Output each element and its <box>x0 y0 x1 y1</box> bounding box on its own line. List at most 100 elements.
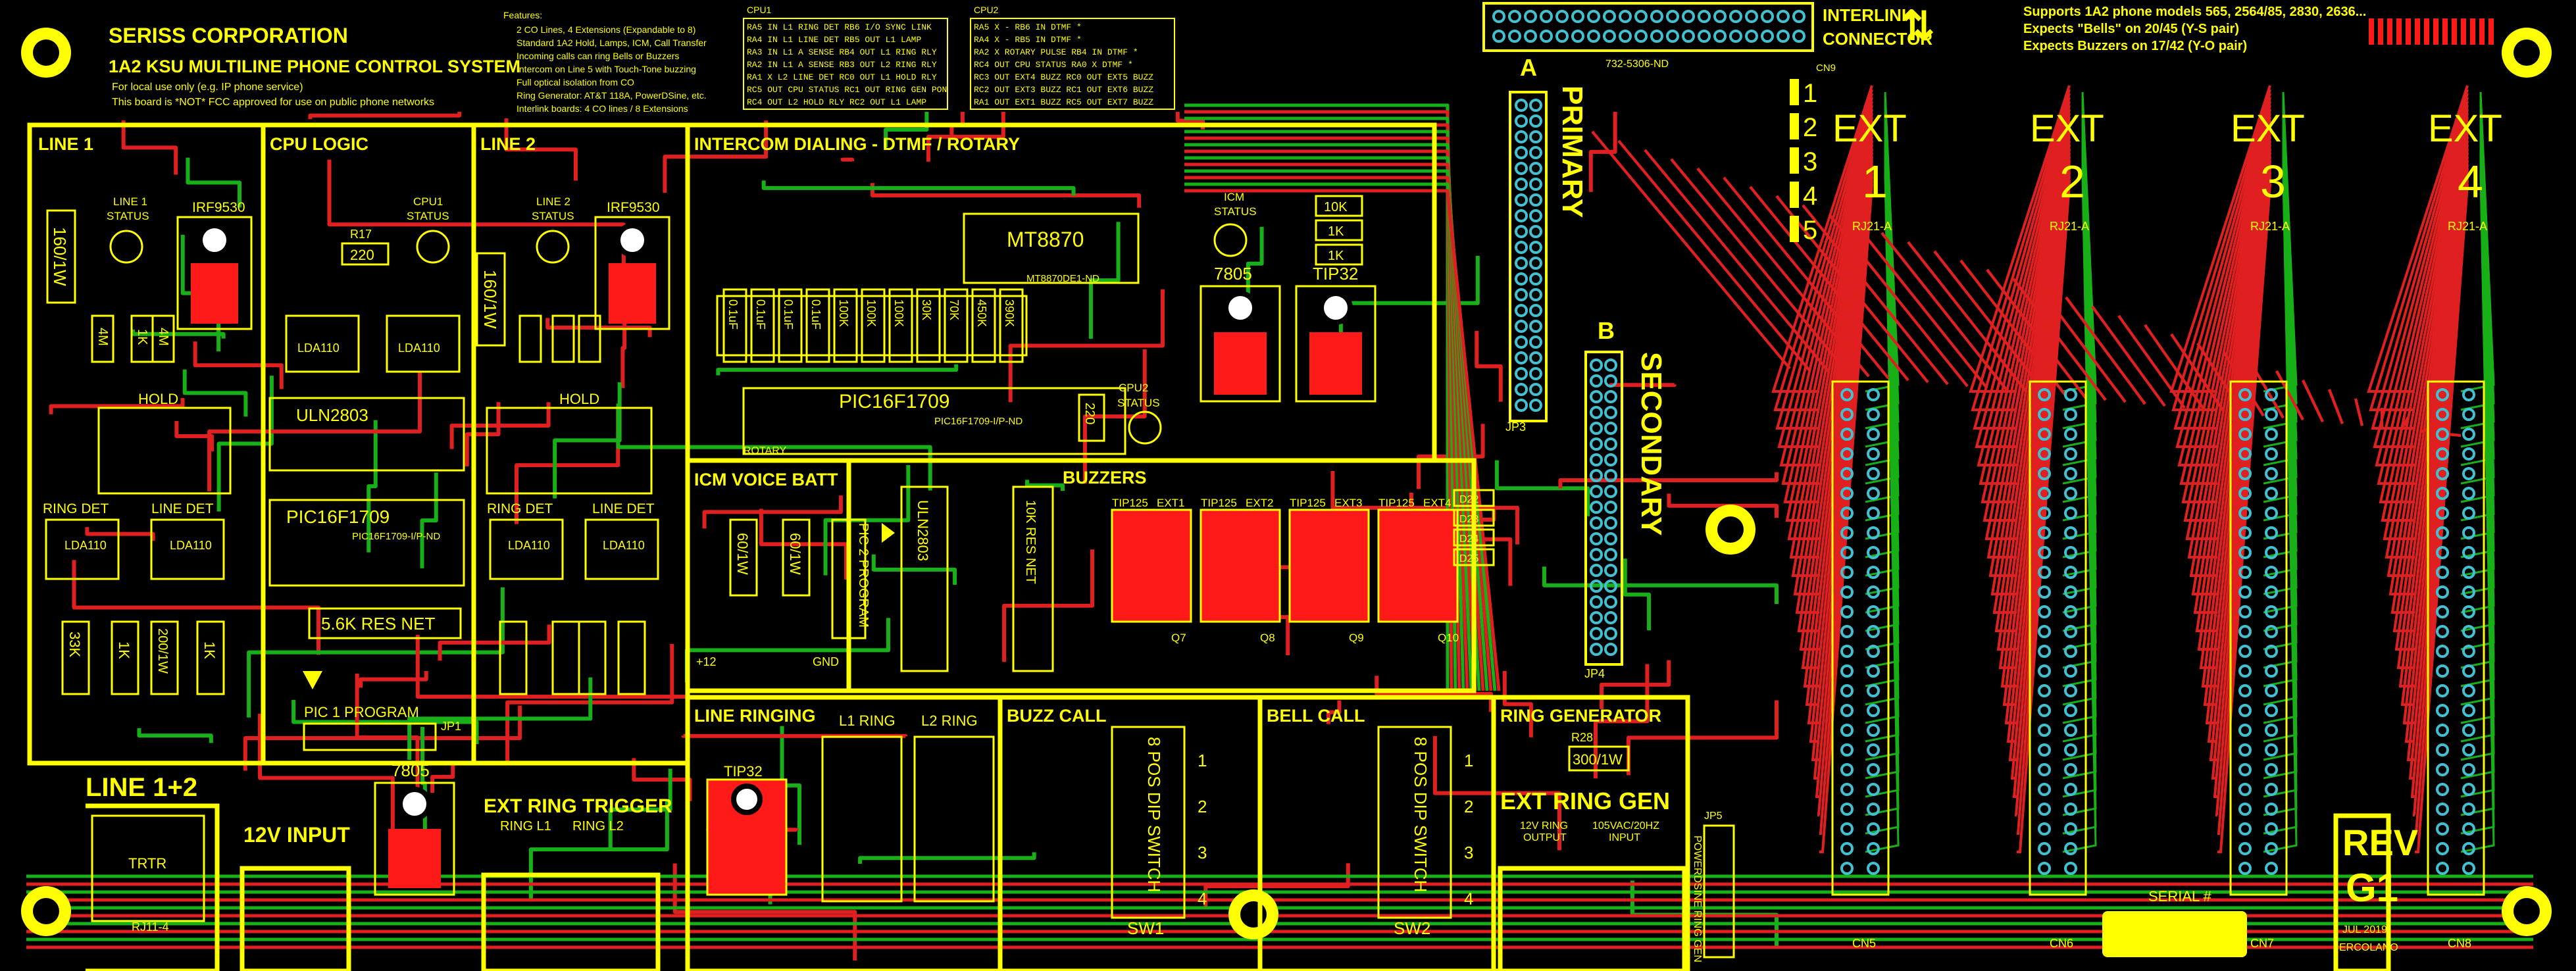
ext-pad <box>2436 783 2449 796</box>
cpu2-title: CPU2 <box>974 5 999 15</box>
intercom-part <box>805 288 830 363</box>
svg-text:10K: 10K <box>1324 200 1348 214</box>
ext-pad <box>1867 842 1880 855</box>
pin-pad <box>1698 10 1711 23</box>
trace <box>759 509 849 580</box>
ext-pad <box>1867 585 1880 599</box>
ext-pad <box>2064 388 2077 401</box>
dip-number: 4 <box>1464 889 1473 909</box>
ext-pad <box>2038 645 2051 658</box>
section-frames <box>27 122 2391 971</box>
pin-pad <box>1729 10 1742 23</box>
fanout-trace <box>2014 176 2071 816</box>
fanout-trace <box>2398 148 2469 687</box>
input12v-frame <box>240 866 351 971</box>
fanout-trace <box>1670 158 1850 376</box>
ext-number: 3 <box>2260 156 2286 207</box>
ext-cn: CN5 <box>1852 937 1876 950</box>
interlink-cn: CN9 <box>1816 62 1836 74</box>
trace <box>840 157 855 162</box>
ext-pad <box>2462 763 2475 776</box>
fanout-trace <box>1907 241 2028 393</box>
cpu1-status-label: CPU1 <box>413 195 443 208</box>
relay-k1 <box>97 407 232 495</box>
fanout-trace <box>1785 112 1873 522</box>
mosfet-q2-copper <box>609 263 656 324</box>
ext-pad <box>2436 704 2449 717</box>
fanout-trace <box>1828 213 1969 387</box>
ring-input-label: 105VAC/20HZ <box>1592 820 1659 832</box>
intercom-value: 70K <box>947 299 961 320</box>
l2-ring-label: L2 RING <box>921 712 978 729</box>
cpu1-row: RA2 IN L1 A SENSE RB3 OUT L2 RING RLY <box>747 60 937 70</box>
header-pad <box>1590 627 1603 640</box>
intercom-value: 0.1uF <box>782 299 795 330</box>
ext-rj21-body <box>1831 380 1890 896</box>
fanout-trace <box>2390 132 2469 614</box>
header-pad <box>1515 162 1528 175</box>
fanout-trace <box>2381 112 2469 522</box>
line-pin-bar <box>1790 182 1799 208</box>
ext-pad <box>2265 605 2278 618</box>
ext-pad <box>2462 526 2475 539</box>
trace <box>327 159 626 289</box>
pin-pad <box>1777 10 1790 23</box>
header-pad <box>1590 595 1603 609</box>
red-pad-strip <box>2369 18 2494 45</box>
mounting-hole-tr <box>2502 28 2552 78</box>
diode <box>1453 528 1495 547</box>
ring-gen-components: R28 300/1W 12V RING OUTPUT 105VAC/20HZ I… <box>1520 731 1735 962</box>
svg-text:ULN2803: ULN2803 <box>296 405 368 425</box>
header-pad <box>1529 178 1542 191</box>
svg-text:60/1W: 60/1W <box>734 533 751 575</box>
intercom-part <box>778 288 803 363</box>
line2-status-label: LINE 2 <box>536 195 570 208</box>
serial-rev-block: SERIAL # REV G1 JUL 2019 ERCOLANO <box>2102 822 2418 957</box>
rj11-jack <box>91 814 205 922</box>
ext-pad <box>2436 585 2449 599</box>
intercom-value: 100K <box>837 299 850 327</box>
cpu2-row: RC2 OUT EXT3 BUZZ RC1 OUT EXT6 BUZZ <box>974 85 1153 95</box>
header-pad <box>1529 351 1542 364</box>
ext-pad <box>2238 467 2252 480</box>
header-pad <box>1604 595 1617 609</box>
ext-pad <box>2265 487 2278 500</box>
trace <box>1502 670 1533 737</box>
section-title-buzz-call: BUZZ CALL <box>1007 706 1106 726</box>
ext-part: RJ21-A <box>2050 220 2089 233</box>
diode <box>1453 548 1495 566</box>
ext-pad <box>1867 408 1880 421</box>
dip-number: 4 <box>1198 889 1207 909</box>
fanout-trace <box>2207 160 2271 743</box>
fanout-trace <box>2000 148 2071 687</box>
trace <box>193 341 284 389</box>
line-pin-number: 1 <box>1803 79 1817 108</box>
cpu1-row: RC4 OUT L2 HOLD RLY RC2 OUT L1 LAMP <box>747 97 926 107</box>
resistor-r9: 160/1W <box>476 252 506 347</box>
optocoupler-a1 <box>285 314 360 373</box>
relay-k2 <box>486 407 653 495</box>
tip125-label: TIP125 <box>1201 497 1237 509</box>
pin-pad <box>1603 30 1616 43</box>
cpu2-row: RC4 OUT CPU STATUS RA0 X DTMF * <box>974 60 1133 70</box>
svg-text:300/1W: 300/1W <box>1573 751 1623 768</box>
ext-pad <box>2238 605 2252 618</box>
header-pad <box>1515 399 1528 412</box>
ext-pad <box>2265 763 2278 776</box>
svg-text:ULN2803: ULN2803 <box>915 500 931 561</box>
fanout-trace <box>1933 250 2048 395</box>
ext-pad <box>2436 763 2449 776</box>
trace <box>1432 735 1561 851</box>
resistor-r28 <box>1568 745 1630 772</box>
trace <box>366 420 378 553</box>
pin-pad <box>1713 30 1727 43</box>
pin-pad <box>1682 30 1695 43</box>
pin-pad <box>1492 30 1505 43</box>
ext-pad <box>2238 447 2252 461</box>
ext-pad <box>1840 724 1854 737</box>
ext-pad <box>1840 447 1854 461</box>
pin-pad <box>1587 10 1600 23</box>
fanout-trace <box>2217 184 2271 853</box>
trace <box>258 713 395 843</box>
cpu1-row: RA4 IN L1 LINE DET RB5 OUT L1 LAMP <box>747 35 921 45</box>
